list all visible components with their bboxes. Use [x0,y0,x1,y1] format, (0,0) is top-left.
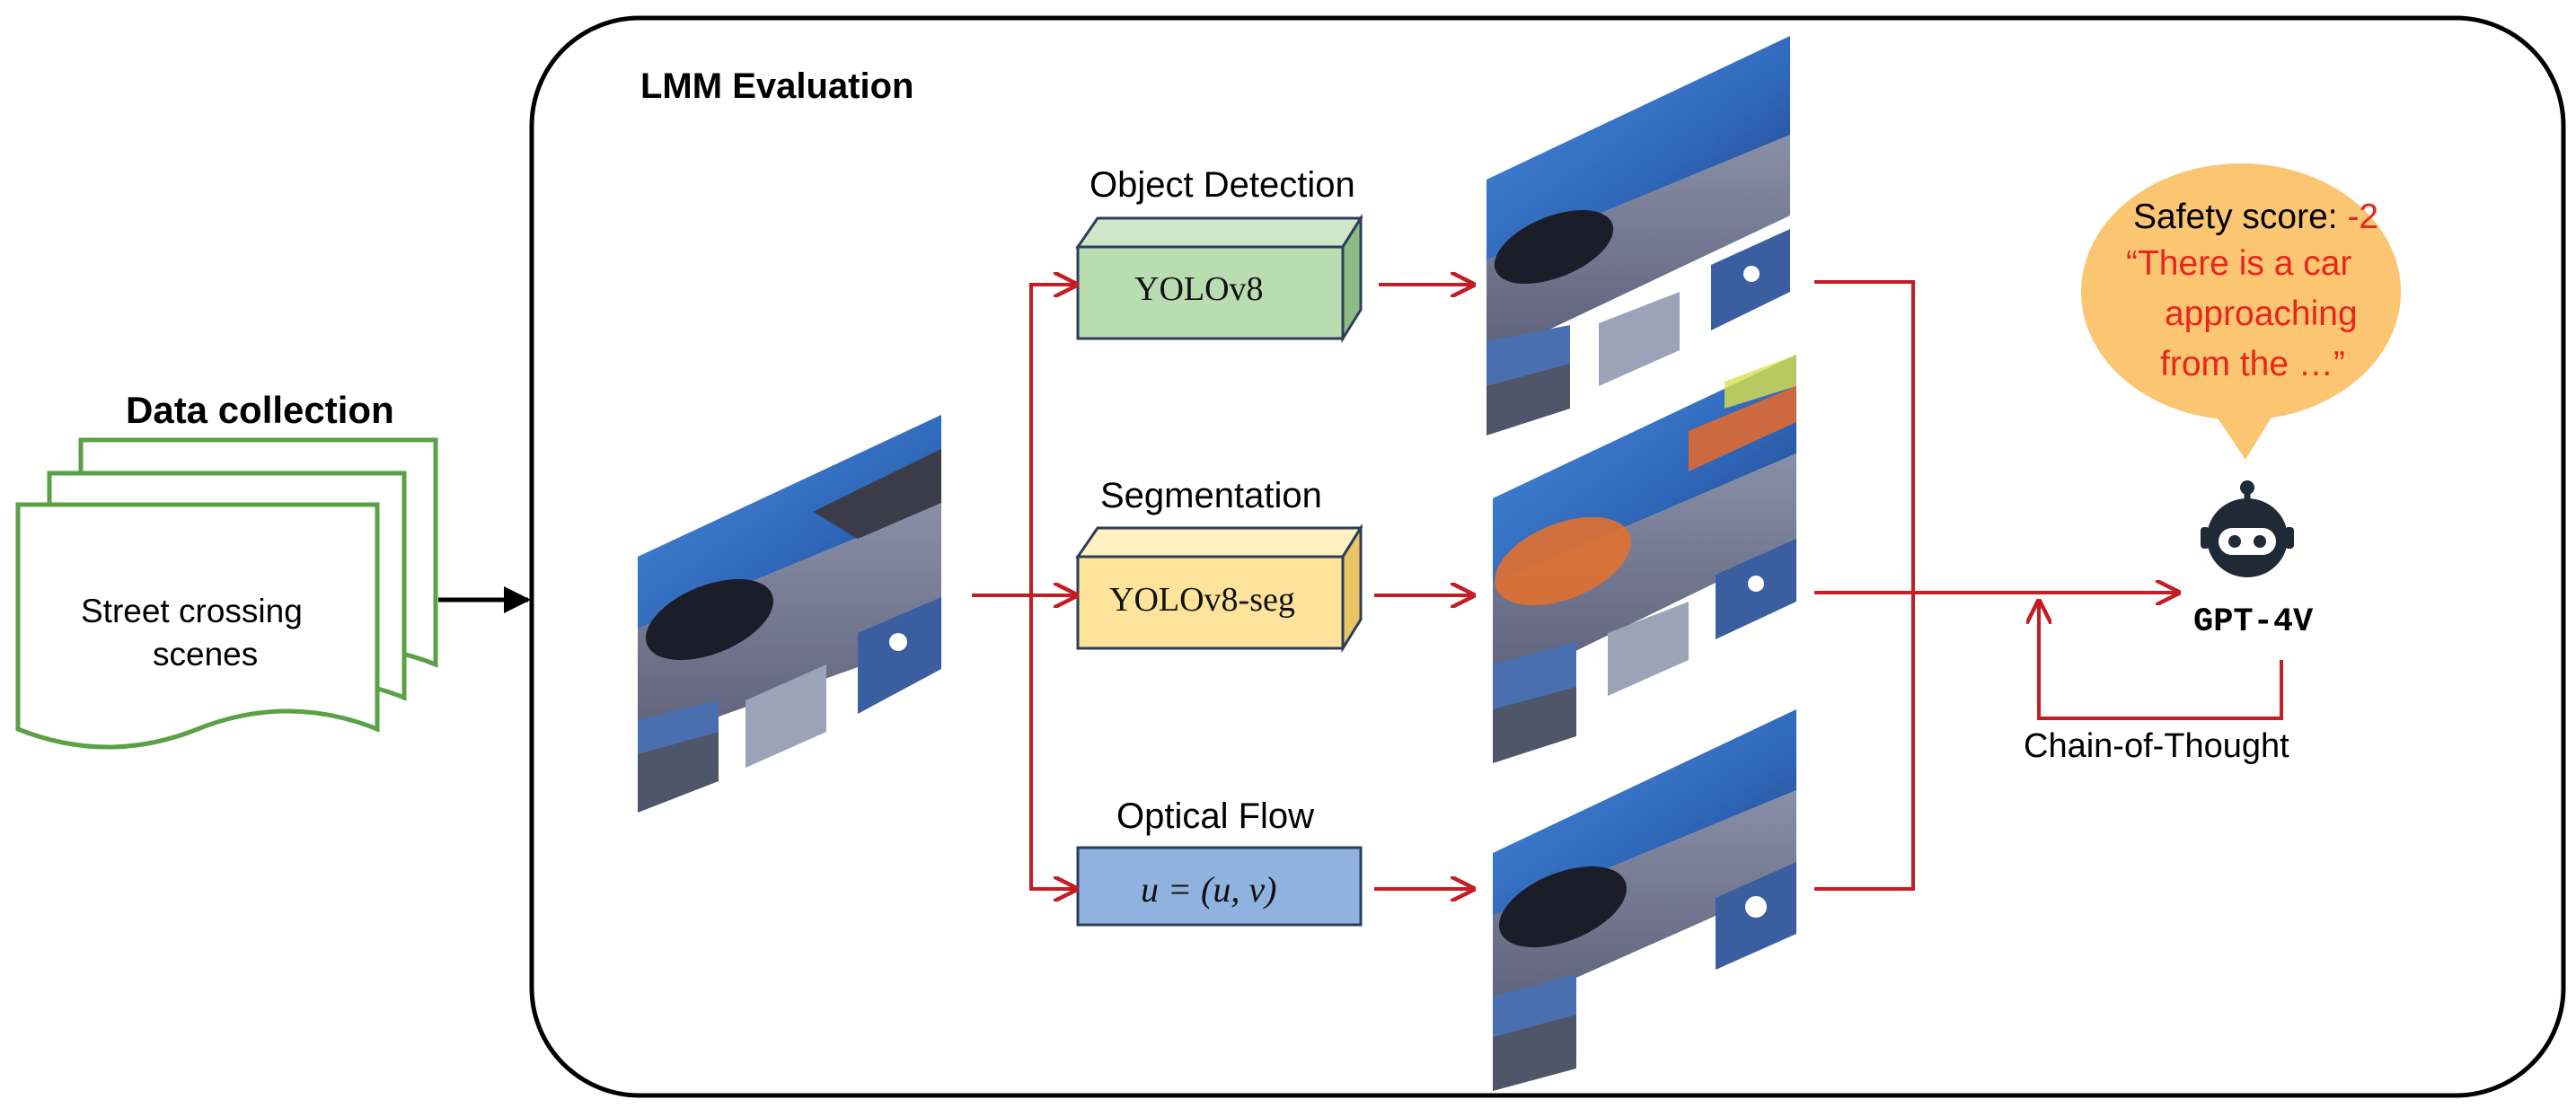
merge-bracket [1814,280,1915,891]
speech-line-1: “There is a car [2126,244,2352,283]
safety-score-value: -2 [2347,198,2379,236]
split-to-detection-arrow [1029,285,1076,595]
optical-flow-box-text: u = (u, v) [1141,869,1277,910]
yolov8-seg-box-text: YOLOv8-seg [1109,581,1295,619]
optical-flow-output-image [1493,709,1796,1091]
robot-icon [2201,480,2294,577]
speech-line-2: approaching [2165,295,2358,333]
lmm-evaluation-container [529,15,2566,1098]
chain-of-thought-loop [2039,602,2283,720]
lmm-evaluation-title: LMM Evaluation [640,66,914,106]
optical-flow-label: Optical Flow [1116,796,1315,836]
object-detection-label: Object Detection [1090,165,1355,205]
chain-of-thought-label: Chain-of-Thought [2024,727,2289,765]
speech-bubble [2081,163,2401,460]
input-image [638,415,941,813]
safety-score-line: Safety score: -2 [2133,198,2378,237]
segmentation-output-image [1493,355,1796,763]
speech-line-3: from the …” [2160,345,2345,383]
document-stack [15,437,438,750]
yolov8-seg-box [1075,523,1363,654]
document-text-line-2: scenes [153,636,259,673]
document-text-line-1: Street crossing [81,593,303,629]
gpt-4v-label: GPT-4V [2193,603,2314,641]
optical-flow-box [1076,846,1363,927]
data-collection-title: Data collection [126,389,394,431]
yolov8-box [1075,213,1363,344]
split-to-flow-arrow [1029,595,1076,889]
yolov8-box-text: YOLOv8 [1134,270,1264,308]
segmentation-label: Segmentation [1100,476,1322,515]
detection-output-image [1486,36,1790,435]
safety-score-label: Safety score: [2133,198,2348,236]
